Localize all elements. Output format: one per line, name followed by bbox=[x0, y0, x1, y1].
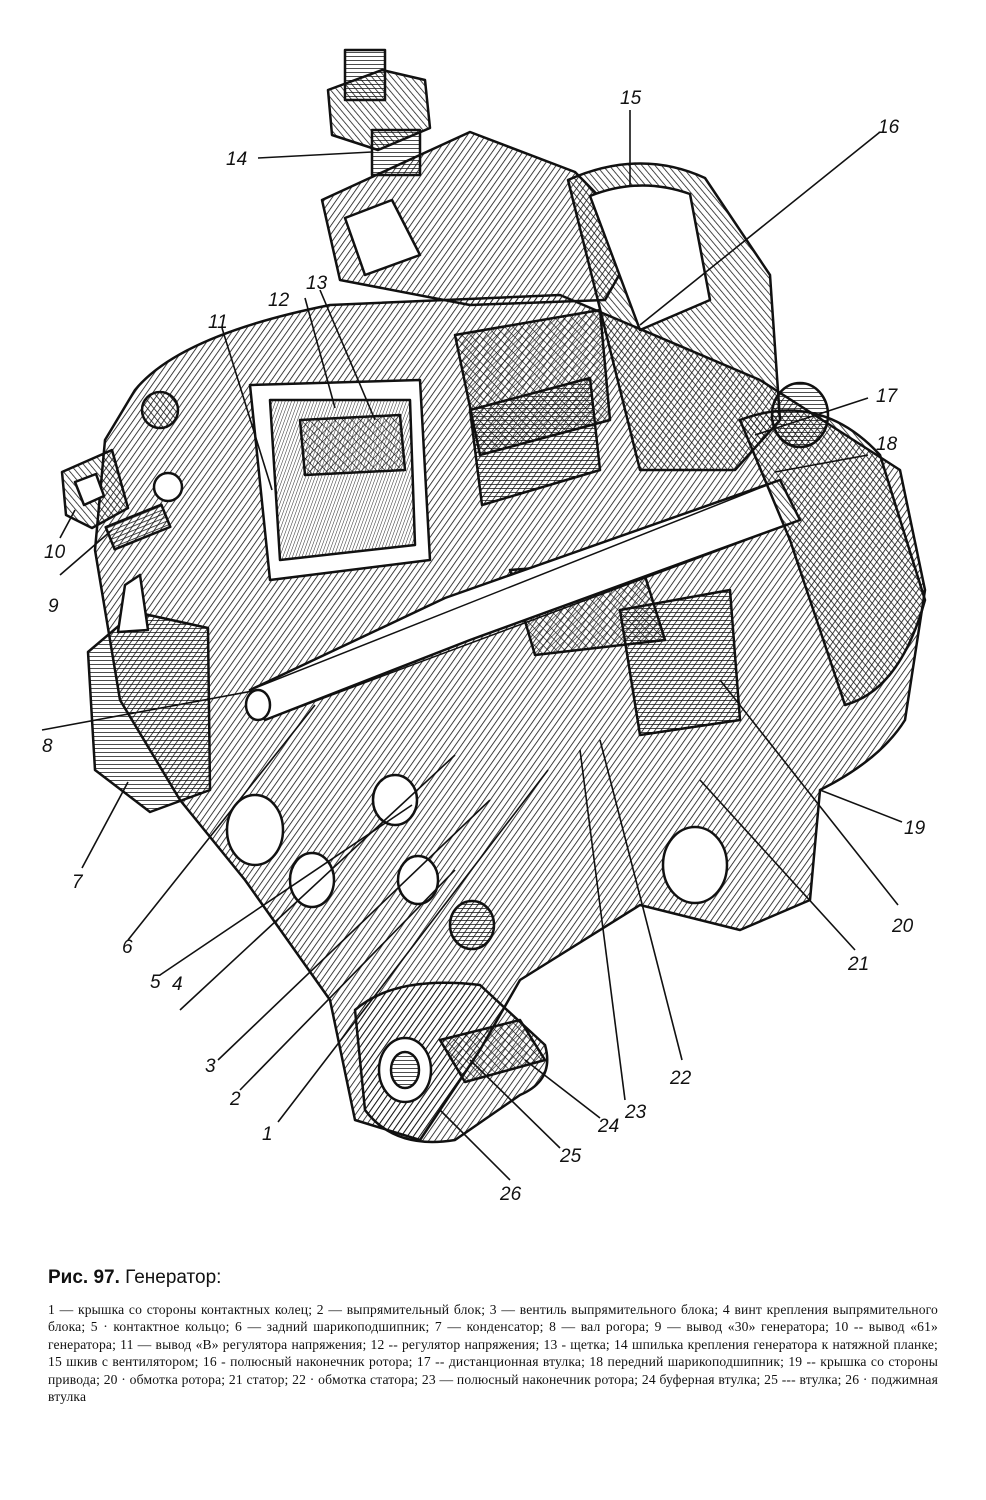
callout-12: 12 bbox=[268, 290, 290, 311]
callout-26: 26 bbox=[499, 1184, 522, 1205]
leader-lines bbox=[41, 110, 903, 1181]
callout-7: 7 bbox=[72, 872, 84, 893]
callout-11: 11 bbox=[208, 312, 228, 333]
callout-8: 8 bbox=[42, 736, 53, 757]
figure-caption: Рис. 97. Генератор: 1 — крышка со сторон… bbox=[48, 1267, 938, 1405]
callout-16: 16 bbox=[878, 117, 900, 138]
generator-cutaway-illustration: 1 2 3 4 5 6 7 8 9 10 11 12 13 14 15 16 1… bbox=[41, 48, 927, 1205]
callout-18: 18 bbox=[876, 434, 898, 455]
callout-25: 25 bbox=[559, 1146, 582, 1167]
callout-10: 10 bbox=[44, 542, 66, 563]
callout-9: 9 bbox=[48, 596, 59, 617]
callout-17: 17 bbox=[876, 386, 899, 407]
figure-title: Генератор: bbox=[125, 1267, 222, 1288]
callout-21: 21 bbox=[847, 954, 869, 975]
callout-1: 1 bbox=[262, 1124, 273, 1145]
callout-19: 19 bbox=[904, 818, 926, 839]
callout-22: 22 bbox=[669, 1068, 692, 1089]
callout-24: 24 bbox=[597, 1116, 619, 1137]
generator-drawing bbox=[60, 48, 927, 1144]
callout-6: 6 bbox=[122, 937, 133, 958]
callout-15: 15 bbox=[620, 88, 642, 109]
callout-4: 4 bbox=[172, 974, 183, 995]
callout-20: 20 bbox=[891, 916, 914, 937]
caption-title: Рис. 97. Генератор: bbox=[48, 1267, 938, 1289]
callout-5: 5 bbox=[150, 972, 161, 993]
callout-14: 14 bbox=[226, 149, 247, 170]
caption-legend-text: 1 — крышка со стороны контактных колец; … bbox=[48, 1301, 938, 1404]
callout-13: 13 bbox=[306, 273, 328, 294]
callout-3: 3 bbox=[205, 1056, 216, 1077]
callout-2: 2 bbox=[229, 1089, 241, 1110]
callout-numbers: 1 2 3 4 5 6 7 8 9 10 11 12 13 14 15 16 1… bbox=[42, 88, 926, 1205]
callout-23: 23 bbox=[624, 1102, 647, 1123]
figure-label: Рис. 97. bbox=[48, 1267, 120, 1288]
